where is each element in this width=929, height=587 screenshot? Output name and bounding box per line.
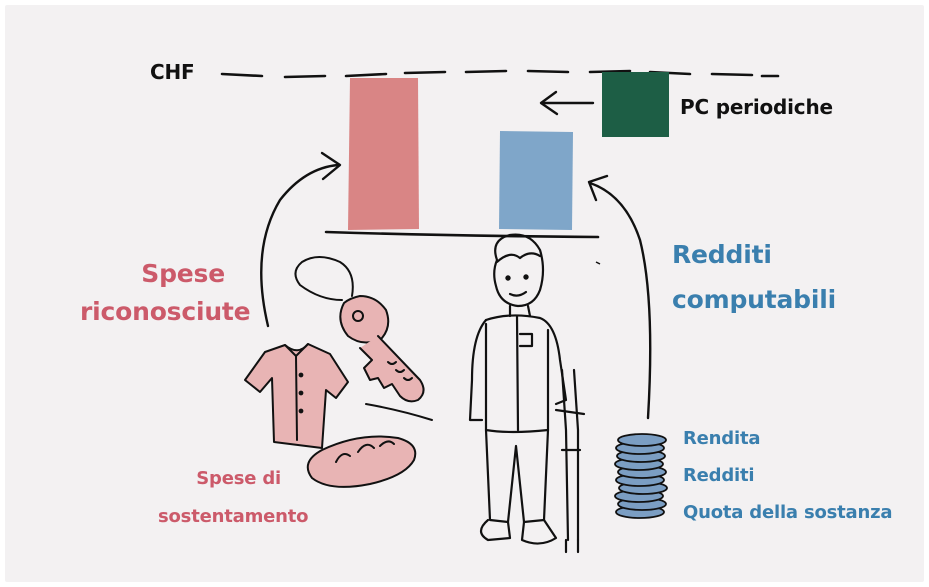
shirt-icon (244, 343, 349, 449)
income-arrowhead (587, 174, 609, 202)
spese-sostentamento-line-2: sostentamento (158, 506, 309, 527)
redditi-computabili-line-2: computabili (672, 285, 836, 314)
income-arrow (588, 181, 652, 420)
income-bar (499, 131, 573, 230)
key-icon (294, 256, 425, 403)
pc-arrowhead (539, 90, 559, 116)
spese-riconosciute-line-2: riconosciute (80, 297, 251, 326)
coin-stack-icon (614, 433, 668, 519)
spese-sostentamento-line-1: Spese di (196, 468, 281, 489)
redditi-computabili-label: Redditi computabili (672, 232, 836, 322)
redditi-computabili-line-1: Redditi (672, 240, 772, 269)
income-items-list: Rendita Redditi Quota della sostanza (683, 420, 893, 531)
spese-sostentamento-label: Spese di sostentamento (158, 460, 309, 536)
spese-riconosciute-line-1: Spese (141, 259, 225, 288)
income-item-rendita: Rendita (683, 428, 761, 449)
bread-icon (306, 435, 417, 488)
diagram-canvas (5, 5, 924, 582)
currency-label: CHF (150, 60, 195, 84)
spese-riconosciute-label: Spese riconosciute (80, 255, 251, 331)
income-item-quota-sostanza: Quota della sostanza (683, 502, 893, 523)
expenses-bar (348, 78, 419, 230)
expenses-arrow (260, 163, 340, 328)
chart-baseline (324, 230, 600, 239)
chf-dashed-line (220, 69, 780, 79)
expenses-arrowhead (320, 151, 342, 181)
decor-line (365, 403, 433, 421)
decor-line (595, 261, 601, 265)
pc-periodiche-label: PC periodiche (680, 95, 833, 119)
income-item-redditi: Redditi (683, 465, 755, 486)
elderly-man-with-crutch-icon (468, 233, 586, 554)
pc-periodiche-block (602, 72, 669, 137)
